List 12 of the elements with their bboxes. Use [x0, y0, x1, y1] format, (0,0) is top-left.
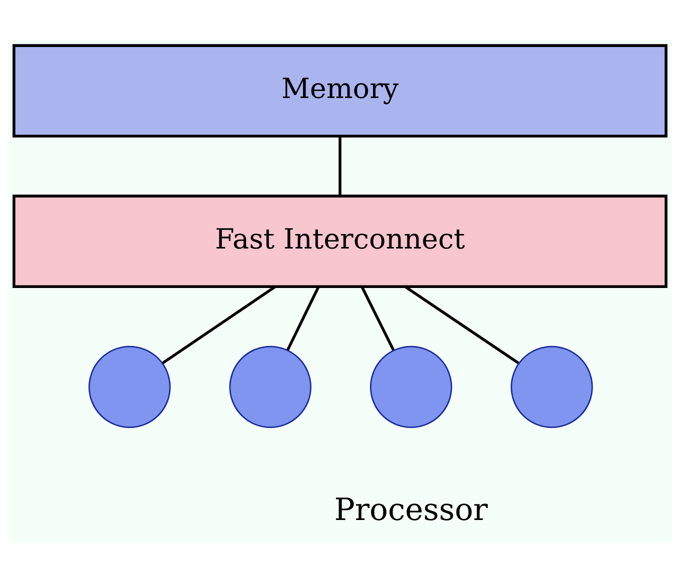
node-circle	[229, 346, 312, 428]
node-circle	[88, 346, 171, 428]
node-circle	[510, 346, 593, 428]
node-box: Memory	[12, 44, 668, 138]
connector	[360, 286, 395, 351]
label: Processor	[334, 493, 488, 528]
connector	[338, 136, 342, 196]
node-circle	[370, 346, 452, 428]
node-box: Fast Interconnect	[12, 194, 668, 288]
connector	[162, 286, 276, 364]
connector	[286, 286, 320, 351]
connector	[404, 286, 520, 364]
